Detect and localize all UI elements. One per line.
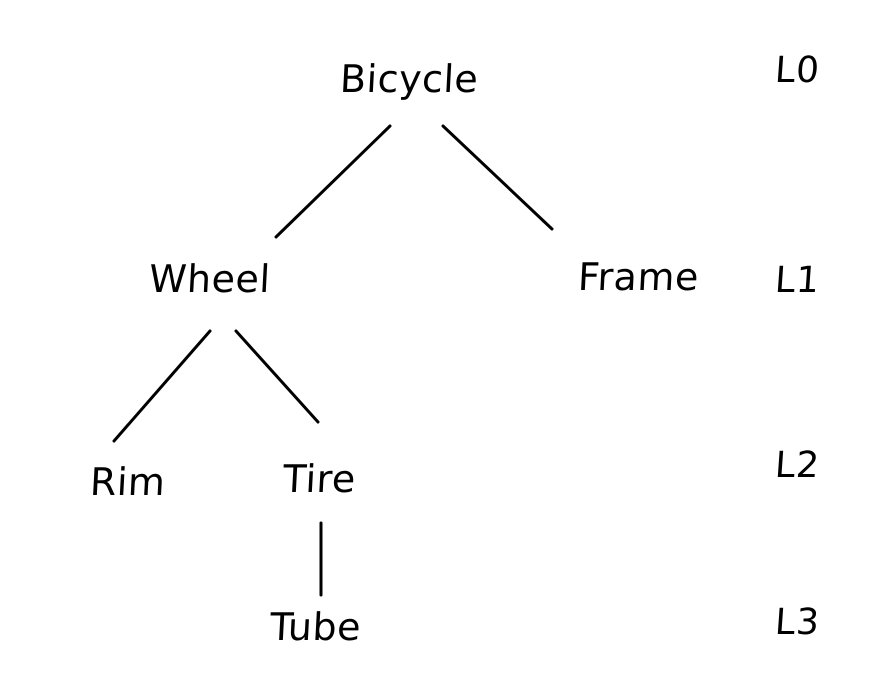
node-wheel[interactable]: Wheel xyxy=(147,257,272,301)
level-label-l2: L2 xyxy=(773,445,822,486)
node-tire[interactable]: Tire xyxy=(281,457,357,501)
level-label-l0: L0 xyxy=(773,50,822,91)
edge-bicycle-wheel xyxy=(274,124,392,239)
node-rim[interactable]: Rim xyxy=(88,460,167,504)
node-tube[interactable]: Tube xyxy=(268,605,363,649)
edge-bicycle-frame xyxy=(441,124,554,231)
edge-wheel-tire xyxy=(234,329,320,424)
node-frame[interactable]: Frame xyxy=(576,255,701,299)
node-bicycle[interactable]: Bicycle xyxy=(338,57,480,101)
level-label-l1: L1 xyxy=(773,260,822,301)
level-label-l3: L3 xyxy=(773,602,822,643)
edge-wheel-rim xyxy=(112,329,212,443)
